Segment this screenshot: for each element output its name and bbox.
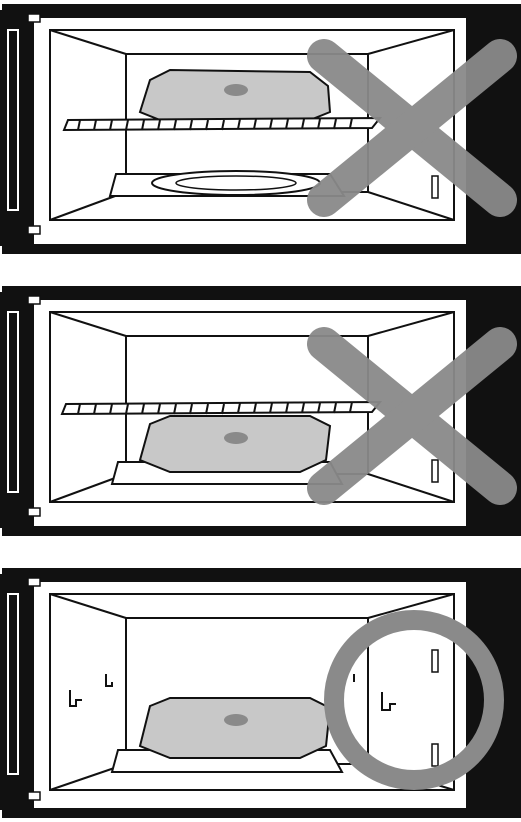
dish bbox=[140, 698, 330, 758]
rack bbox=[64, 118, 380, 130]
rack bbox=[62, 402, 380, 414]
panel-dish-under-rack bbox=[0, 282, 521, 544]
panel-no-rack bbox=[0, 564, 521, 822]
dish bbox=[140, 70, 330, 124]
panel-rack-above-dish bbox=[0, 0, 521, 262]
dish bbox=[140, 416, 330, 472]
